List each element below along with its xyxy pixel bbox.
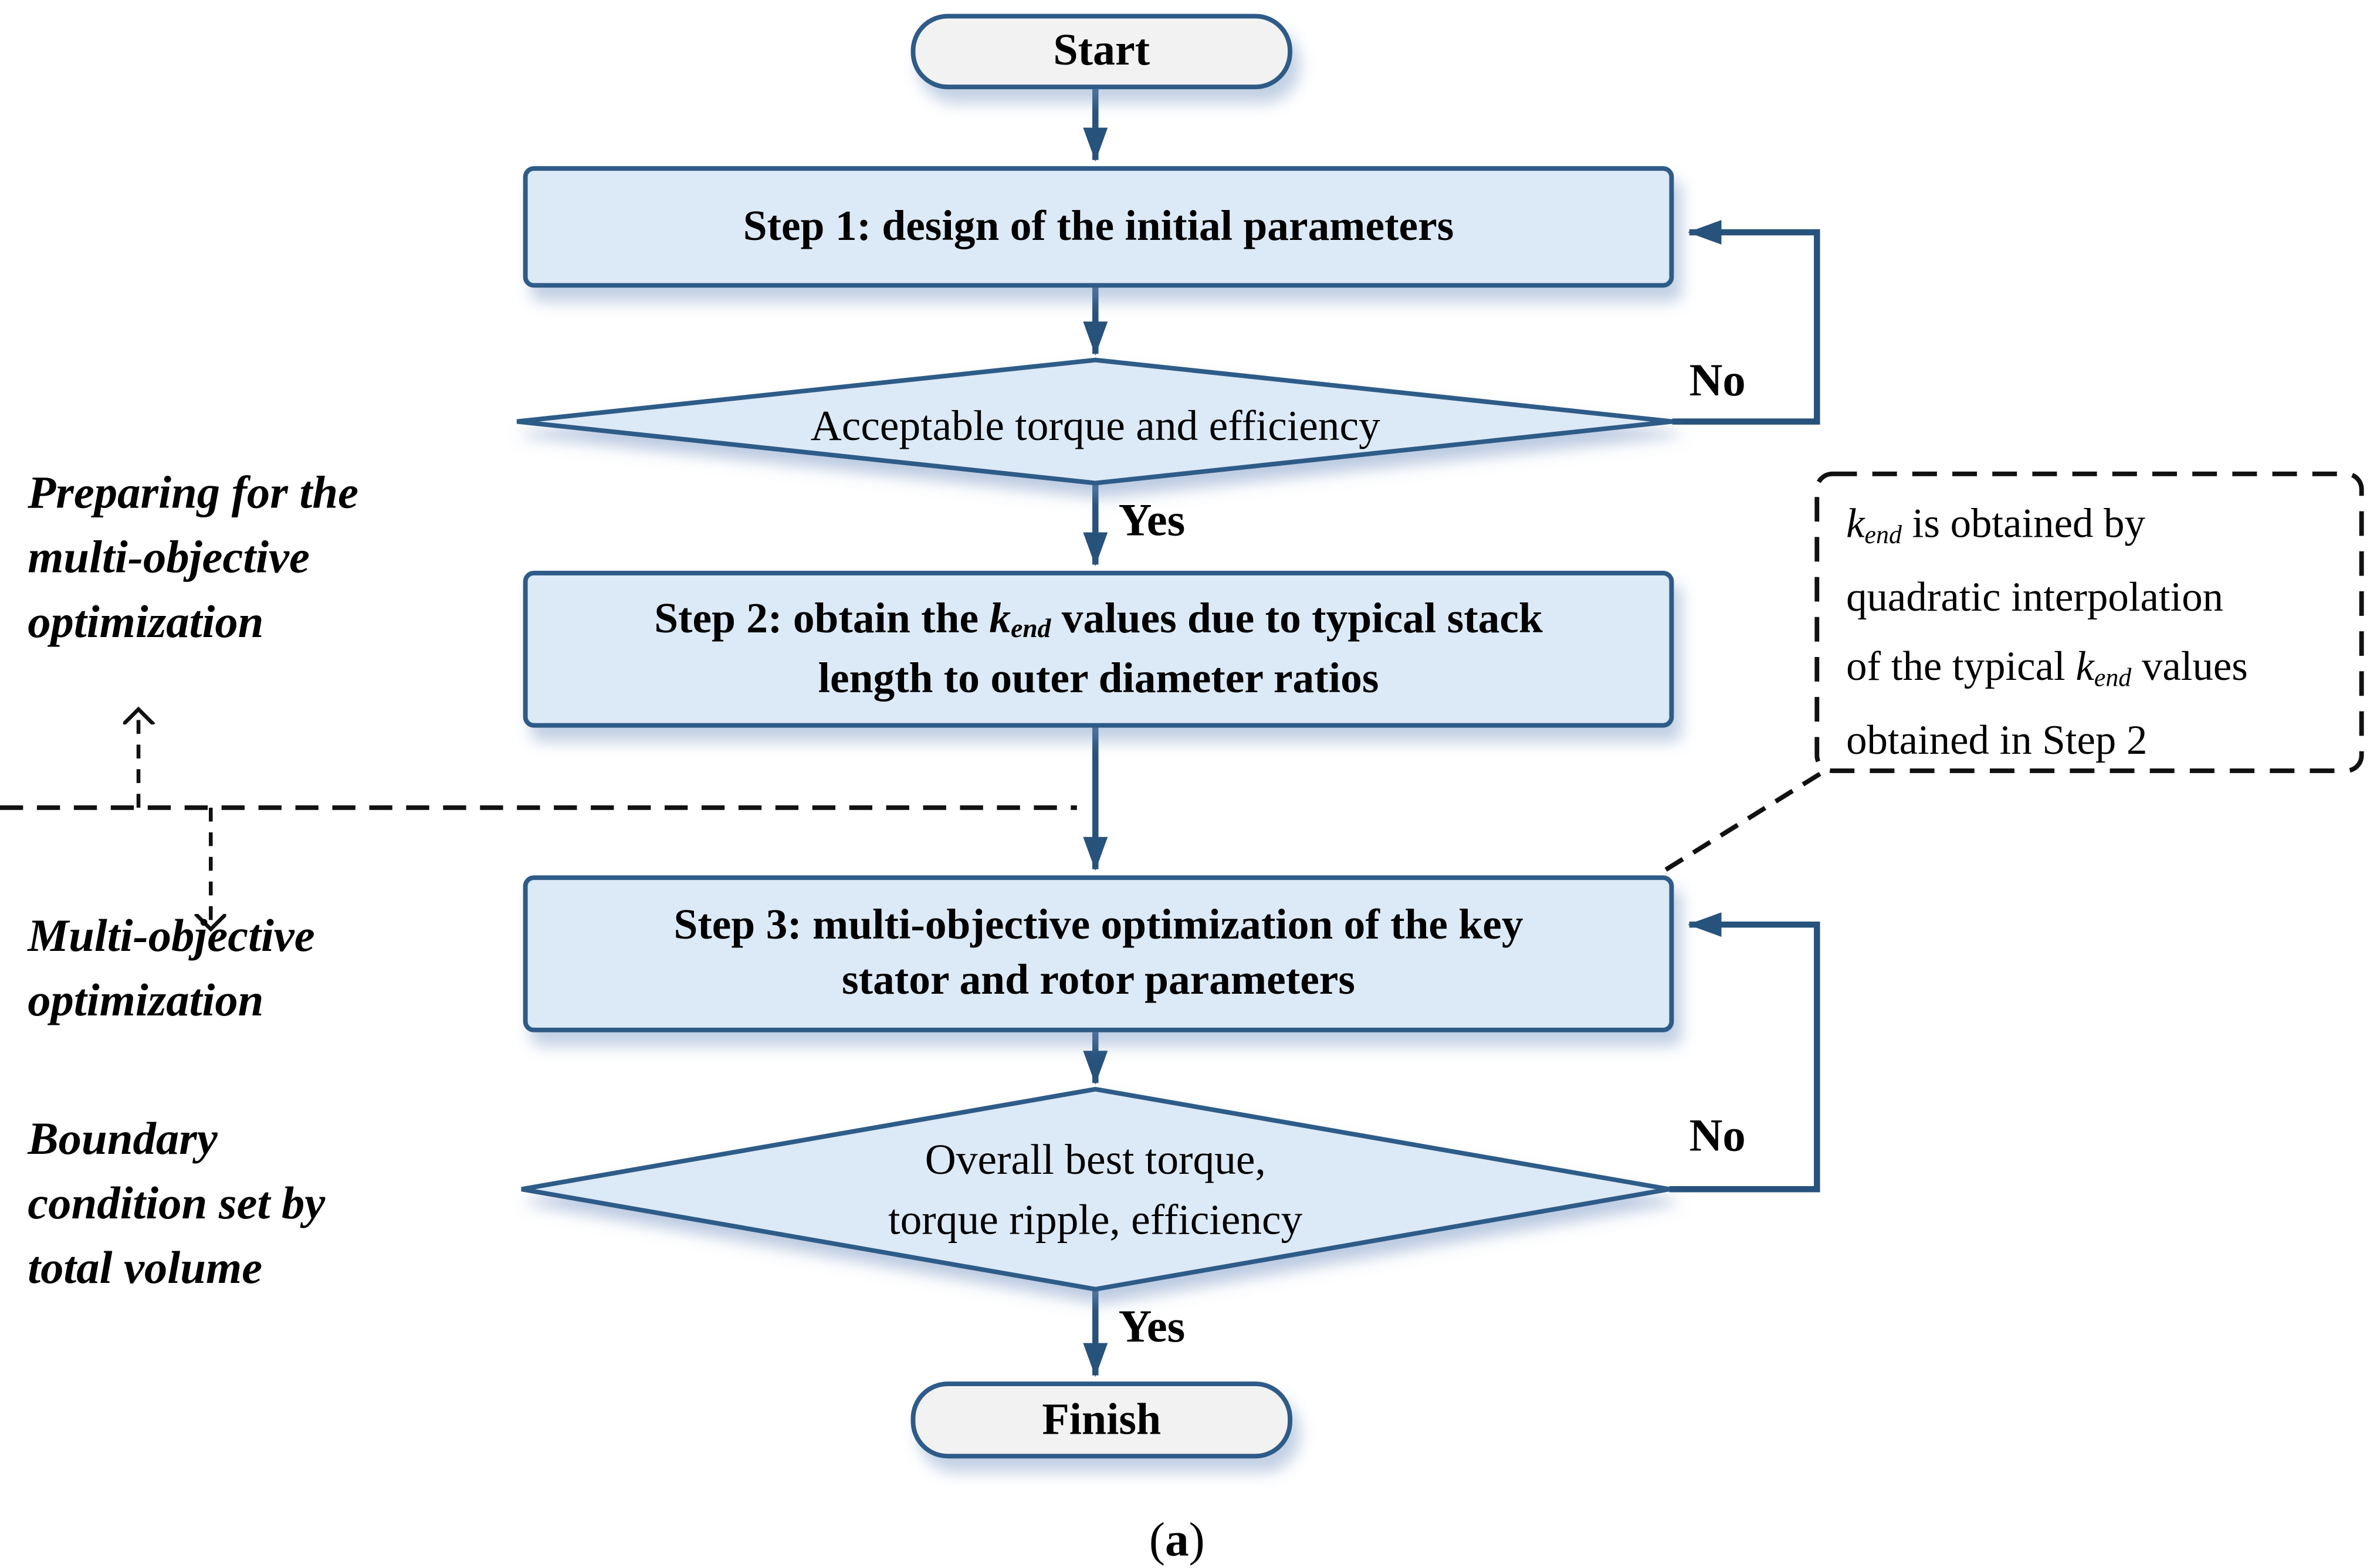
note-box-border	[1814, 471, 2364, 773]
start-label: Start	[1053, 26, 1150, 76]
note-line3: of the typical kend values	[1846, 643, 2248, 692]
finish-terminal: Finish	[910, 1381, 1292, 1459]
step2-line2: length to outer diameter ratios	[818, 654, 1379, 703]
decision2-label: Overall best torque, torque ripple, effi…	[662, 1131, 1529, 1251]
note-line2: quadratic interpolation	[1846, 574, 2224, 620]
note-connector-dashed-line	[1660, 771, 1821, 875]
decision2-diamond	[521, 1086, 1670, 1292]
yes-label-1: Yes	[1118, 495, 1186, 547]
step3-line2: stator and rotor parameters	[842, 957, 1355, 1005]
step3-box: Step 3: multi-objective optimization of …	[523, 875, 1674, 1032]
figure-caption: (a)	[1149, 1512, 1205, 1566]
no-loop-decision2-to-step3	[1669, 912, 1820, 1193]
step3-line1: Step 3: multi-objective optimization of …	[673, 901, 1523, 950]
no-label-1: No	[1689, 355, 1746, 407]
decision1-label: Acceptable torque and efficiency	[810, 403, 1380, 451]
start-terminal: Start	[910, 13, 1292, 90]
no-loop-decision1-to-step1	[1672, 220, 1820, 425]
note-line1: kend is obtained by	[1846, 500, 2145, 549]
phase-label-boundary: Boundary condition set by total volume	[28, 1113, 326, 1294]
k-end-subscript: end	[1011, 614, 1051, 644]
step2-line1: Step 2: obtain the kend values due to ty…	[654, 594, 1543, 644]
decision2-line2: torque ripple, efficiency	[888, 1197, 1303, 1245]
note-line4: obtained in Step 2	[1846, 717, 2148, 763]
decision1-diamond	[516, 357, 1673, 486]
step1-label: Step 1: design of the initial parameters	[743, 202, 1454, 250]
step1-box: Step 1: design of the initial parameters	[523, 166, 1674, 288]
step2-box: Step 2: obtain the kend values due to ty…	[523, 570, 1674, 728]
phase-label-preparing: Preparing for the multi-objective optimi…	[28, 468, 359, 648]
yes-label-2: Yes	[1118, 1301, 1186, 1353]
phase-label-multi-objective: Multi-objective optimization	[28, 910, 315, 1027]
k-end-variable: k	[989, 594, 1011, 642]
finish-label: Finish	[1042, 1394, 1162, 1444]
no-label-2: No	[1689, 1110, 1746, 1162]
decision2-line1: Overall best torque,	[925, 1137, 1266, 1185]
note-box-text: kend is obtained by quadratic interpolat…	[1846, 489, 2248, 775]
